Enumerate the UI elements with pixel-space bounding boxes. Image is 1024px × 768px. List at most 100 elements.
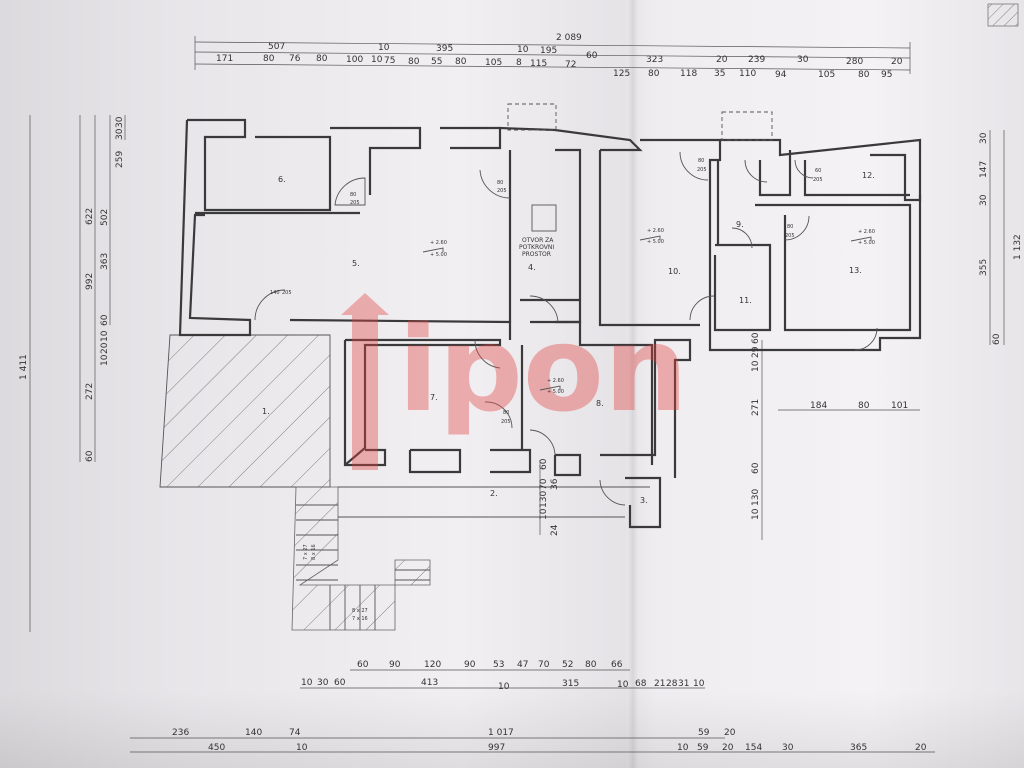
- svg-text:80: 80: [316, 54, 328, 64]
- svg-text:140: 140: [270, 290, 280, 296]
- room-label-10: 10.: [668, 267, 681, 276]
- svg-text:20: 20: [891, 57, 903, 67]
- svg-text:1 132: 1 132: [1013, 234, 1023, 260]
- svg-text:10: 10: [378, 43, 390, 53]
- svg-text:80: 80: [858, 70, 870, 80]
- svg-text:30: 30: [782, 743, 794, 753]
- svg-text:205: 205: [501, 419, 511, 425]
- svg-text:997: 997: [488, 743, 505, 753]
- room-label-11: 11.: [739, 296, 752, 305]
- svg-text:75: 75: [384, 56, 395, 66]
- svg-text:60: 60: [751, 462, 761, 474]
- svg-text:+ 2.60: + 2.60: [547, 378, 564, 384]
- svg-text:100: 100: [346, 55, 363, 65]
- svg-text:105: 105: [485, 58, 502, 68]
- stair-steps: [296, 504, 430, 630]
- terrace-hatch: [159, 334, 331, 488]
- svg-text:502: 502: [100, 209, 110, 226]
- svg-text:236: 236: [172, 728, 189, 738]
- walls: [178, 118, 922, 529]
- room-label-4: 4.: [528, 263, 536, 272]
- svg-text:205: 205: [282, 290, 292, 296]
- svg-text:205: 205: [350, 200, 360, 206]
- svg-text:68: 68: [635, 679, 647, 689]
- svg-text:10: 10: [751, 508, 761, 520]
- svg-text:30: 30: [115, 128, 125, 140]
- svg-text:47: 47: [517, 660, 528, 670]
- stair-notes: 7 x 27 8 x 16 8 x 27 7 x 16: [303, 544, 368, 622]
- svg-text:118: 118: [680, 69, 697, 79]
- svg-text:90: 90: [464, 660, 476, 670]
- svg-text:10: 10: [693, 679, 705, 689]
- dims-middle: 10 29 60 271 60 10 130 70 36 60 10 130 2…: [539, 332, 908, 536]
- svg-text:171: 171: [216, 54, 233, 64]
- svg-text:147: 147: [979, 161, 989, 178]
- svg-text:80: 80: [350, 192, 356, 198]
- dims-top: 2 089 507 10 395 10 195 60 323 20 239 30…: [216, 33, 903, 80]
- svg-text:10: 10: [539, 508, 549, 520]
- svg-text:280: 280: [846, 57, 863, 67]
- watermark-logo: ipon: [341, 293, 688, 470]
- svg-text:30: 30: [115, 116, 125, 128]
- svg-text:20: 20: [724, 728, 736, 738]
- svg-text:20: 20: [722, 743, 734, 753]
- corner-mark: [987, 3, 1019, 27]
- svg-text:OTVOR ZA: OTVOR ZA: [522, 237, 554, 244]
- svg-text:110: 110: [739, 69, 756, 79]
- svg-text:101: 101: [891, 401, 908, 411]
- svg-text:80: 80: [787, 224, 793, 230]
- svg-text:80: 80: [263, 54, 275, 64]
- svg-text:59: 59: [698, 728, 710, 738]
- opening-sizes: 80 205 80 205 80 205 80 205 60 205 80 20…: [270, 158, 823, 425]
- svg-text:363: 363: [100, 253, 110, 270]
- svg-text:80: 80: [455, 57, 467, 67]
- svg-text:+ 5.00: + 5.00: [430, 252, 447, 258]
- svg-text:259: 259: [115, 151, 125, 168]
- svg-text:66: 66: [611, 660, 623, 670]
- svg-text:450: 450: [208, 743, 225, 753]
- svg-text:20: 20: [915, 743, 927, 753]
- svg-text:20: 20: [716, 55, 728, 65]
- stairs-hatch: [291, 486, 431, 631]
- svg-text:10: 10: [296, 743, 308, 753]
- svg-text:8: 8: [516, 58, 522, 68]
- svg-text:10: 10: [617, 680, 629, 690]
- paper-fold: [628, 0, 638, 768]
- room-label-1: 1.: [262, 407, 270, 416]
- svg-text:105: 105: [818, 70, 835, 80]
- svg-text:+ 2.60: + 2.60: [430, 240, 447, 246]
- svg-text:205: 205: [497, 188, 507, 194]
- svg-text:80: 80: [497, 180, 503, 186]
- svg-text:31: 31: [678, 679, 689, 689]
- svg-text:365: 365: [850, 743, 867, 753]
- overall-width: 2 089: [556, 33, 582, 43]
- svg-text:355: 355: [979, 259, 989, 276]
- room-label-5: 5.: [352, 259, 360, 268]
- svg-text:125: 125: [613, 69, 630, 79]
- svg-text:30: 30: [979, 132, 989, 144]
- svg-text:154: 154: [745, 743, 762, 753]
- svg-text:28: 28: [666, 679, 678, 689]
- svg-text:413: 413: [421, 678, 438, 688]
- svg-text:60: 60: [85, 450, 95, 462]
- svg-text:30: 30: [797, 55, 809, 65]
- svg-text:130: 130: [539, 491, 549, 508]
- svg-text:10: 10: [677, 743, 689, 753]
- svg-text:60: 60: [539, 458, 549, 470]
- door-swings: [254, 103, 878, 506]
- svg-text:PROSTOR: PROSTOR: [522, 251, 551, 258]
- svg-text:8 x 16: 8 x 16: [311, 544, 317, 560]
- svg-text:70: 70: [539, 478, 549, 490]
- svg-text:74: 74: [289, 728, 301, 738]
- opening-note: OTVOR ZA POTKROVNI PROSTOR: [519, 237, 554, 258]
- svg-text:76: 76: [289, 54, 301, 64]
- svg-text:130: 130: [751, 489, 761, 506]
- svg-text:272: 272: [85, 383, 95, 400]
- room-label-6: 6.: [278, 175, 286, 184]
- svg-text:+ 5.00: + 5.00: [647, 239, 664, 245]
- svg-text:80: 80: [698, 158, 704, 164]
- svg-text:20: 20: [100, 342, 110, 354]
- room-labels: 6. 5. 1. 4. 7. 8. 2. 3. 10. 11. 12. 13. …: [262, 171, 875, 505]
- svg-text:53: 53: [493, 660, 504, 670]
